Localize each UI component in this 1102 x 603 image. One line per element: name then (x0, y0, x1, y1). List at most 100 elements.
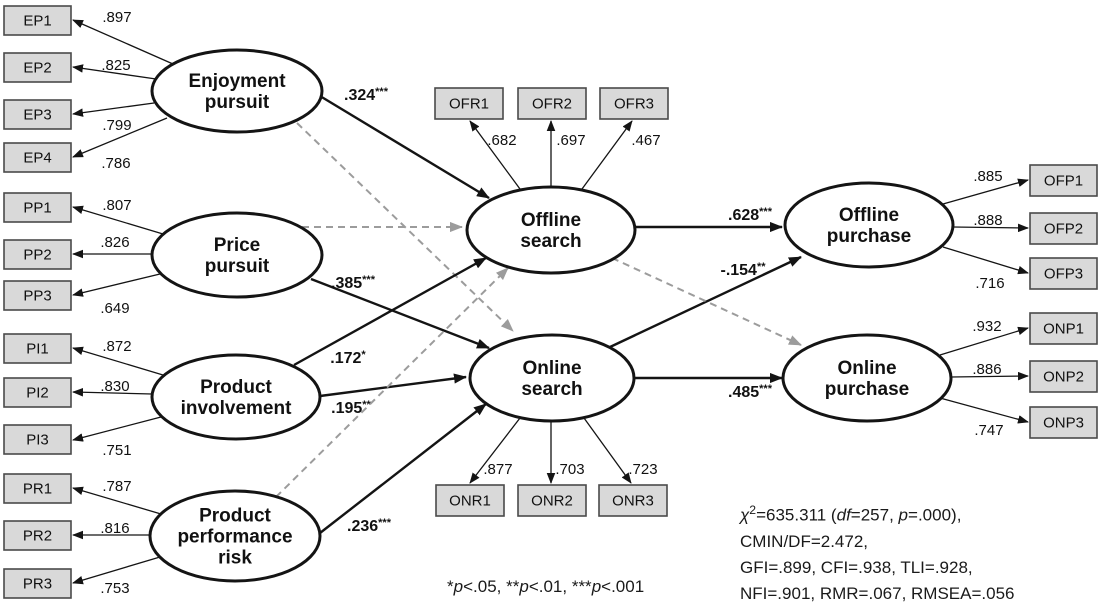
indicator-label-PR3: PR3 (23, 576, 52, 593)
loading-value-OFP1: .885 (973, 168, 1002, 185)
indicator-box-OFR2 (517, 87, 587, 120)
indicator-label-ONR3: ONR3 (612, 493, 654, 510)
indicator-box-OFP3 (1029, 257, 1098, 290)
loading-value-PR2: .816 (100, 520, 129, 537)
latent-ellipse-price-pursuit (150, 211, 324, 299)
indicator-label-EP3: EP3 (23, 107, 51, 124)
indicator-label-EP2: EP2 (23, 60, 51, 77)
path-offline-search-to-online-purchase-nonsignificant (611, 257, 802, 346)
loading-value-EP3: .799 (102, 117, 131, 134)
indicator-box-EP4 (3, 142, 72, 173)
loading-value-ONP2: .886 (972, 361, 1001, 378)
latent-ellipse-online-search (468, 333, 636, 423)
latent-ellipse-online-purchase (781, 333, 953, 423)
path-product-performance-risk-to-offline-search-nonsignificant (275, 267, 509, 498)
loading-arrow-EP1 (72, 19, 174, 65)
loading-arrow-EP2 (72, 64, 157, 80)
indicator-box-OFR3 (599, 87, 669, 120)
indicator-label-OFR2: OFR2 (532, 96, 572, 113)
loading-arrow-ONP3 (939, 397, 1029, 424)
loading-arrow-OFP1 (942, 178, 1029, 205)
coefficient-product-involvement-to-online-search: .195** (331, 399, 371, 417)
indicator-label-OFP1: OFP1 (1044, 173, 1083, 190)
loading-value-EP4: .786 (101, 155, 130, 172)
loading-arrow-ONP1 (939, 326, 1029, 356)
indicator-box-PR3 (3, 568, 72, 599)
loading-value-ONP3: .747 (974, 422, 1003, 439)
loading-value-OFP3: .716 (975, 275, 1004, 292)
path-enjoyment-pursuit-to-offline-search (319, 94, 490, 200)
loading-value-OFR1: .682 (487, 132, 516, 149)
indicator-label-EP4: EP4 (23, 150, 51, 167)
loading-arrow-PI2 (72, 387, 153, 397)
latent-ellipse-product-performance-risk (148, 489, 322, 583)
indicator-box-OFP2 (1029, 212, 1098, 245)
indicator-label-PP3: PP3 (23, 288, 51, 305)
indicator-box-PP2 (3, 239, 72, 270)
indicator-label-ONP1: ONP1 (1043, 321, 1084, 338)
indicator-label-OFP3: OFP3 (1044, 266, 1083, 283)
loading-arrow-OFP3 (942, 246, 1029, 275)
path-price-pursuit-to-online-search (310, 277, 490, 350)
indicator-box-ONR2 (517, 484, 587, 517)
loading-value-EP1: .897 (102, 9, 131, 26)
indicator-box-ONP3 (1029, 406, 1098, 439)
indicator-label-ONR1: ONR1 (449, 493, 491, 510)
loading-value-ONP1: .932 (972, 318, 1001, 335)
loading-arrow-PI1 (72, 346, 164, 376)
indicator-box-PR2 (3, 520, 72, 551)
loading-value-PP1: .807 (102, 197, 131, 214)
loading-value-ONR3: .723 (628, 461, 657, 478)
indicator-label-PP1: PP1 (23, 200, 51, 217)
path-online-search-to-offline-purchase (609, 255, 802, 349)
indicator-box-EP3 (3, 99, 72, 130)
loading-arrow-PI3 (72, 416, 162, 442)
coefficient-product-performance-risk-to-online-search: .236*** (347, 517, 392, 535)
indicator-label-PI2: PI2 (26, 385, 49, 402)
indicator-box-ONP1 (1029, 312, 1098, 345)
loading-arrow-PR1 (72, 486, 162, 515)
coefficient-product-involvement-to-offline-search: .172* (330, 349, 366, 367)
latent-ellipse-offline-purchase (783, 181, 955, 269)
fit-statistics-line-4: NFI=.901, RMR=.067, RMSEA=.056 (740, 583, 1015, 603)
coefficient-online-search-to-online-purchase: .485*** (728, 383, 773, 401)
coefficient-price-pursuit-to-online-search: .385*** (331, 274, 376, 292)
indicator-box-OFP1 (1029, 164, 1098, 197)
loading-value-PP3: .649 (100, 300, 129, 317)
loading-arrow-OFR3 (581, 120, 633, 190)
path-product-involvement-to-offline-search (293, 256, 487, 367)
indicator-label-ONP3: ONP3 (1043, 415, 1084, 432)
indicator-box-ONP2 (1029, 360, 1098, 393)
loading-value-OFP2: .888 (973, 212, 1002, 229)
indicator-box-EP2 (3, 52, 72, 83)
loading-arrow-PR3 (72, 556, 161, 585)
indicator-box-PI2 (3, 377, 72, 408)
loading-arrow-ONR3 (583, 417, 632, 484)
loading-value-PI2: .830 (100, 378, 129, 395)
latent-ellipse-enjoyment-pursuit (150, 48, 324, 134)
indicator-label-OFR1: OFR1 (449, 96, 489, 113)
coefficient-enjoyment-pursuit-to-offline-search: .324*** (344, 86, 389, 104)
loading-arrow-EP4 (72, 117, 168, 158)
loading-arrow-OFR1 (469, 120, 521, 190)
path-product-performance-risk-to-online-search (319, 403, 487, 534)
loading-arrow-ONR1 (469, 417, 521, 484)
indicator-label-PI3: PI3 (26, 432, 49, 449)
coefficient-offline-search-to-offline-purchase: .628*** (728, 206, 773, 224)
indicator-label-PR1: PR1 (23, 481, 52, 498)
significance-note: *p<.05, **p<.01, ***p<.001 (447, 577, 645, 596)
loading-value-OFR3: .467 (631, 132, 660, 149)
indicator-box-PR1 (3, 473, 72, 504)
latent-ellipse-product-involvement (150, 353, 322, 441)
loading-arrow-ONP2 (950, 371, 1029, 381)
fit-statistics: χ2=635.311 (df=257, p=.000),CMIN/DF=2.47… (740, 497, 1015, 603)
loading-arrow-PP1 (72, 205, 164, 235)
loading-arrow-PP3 (72, 273, 161, 297)
